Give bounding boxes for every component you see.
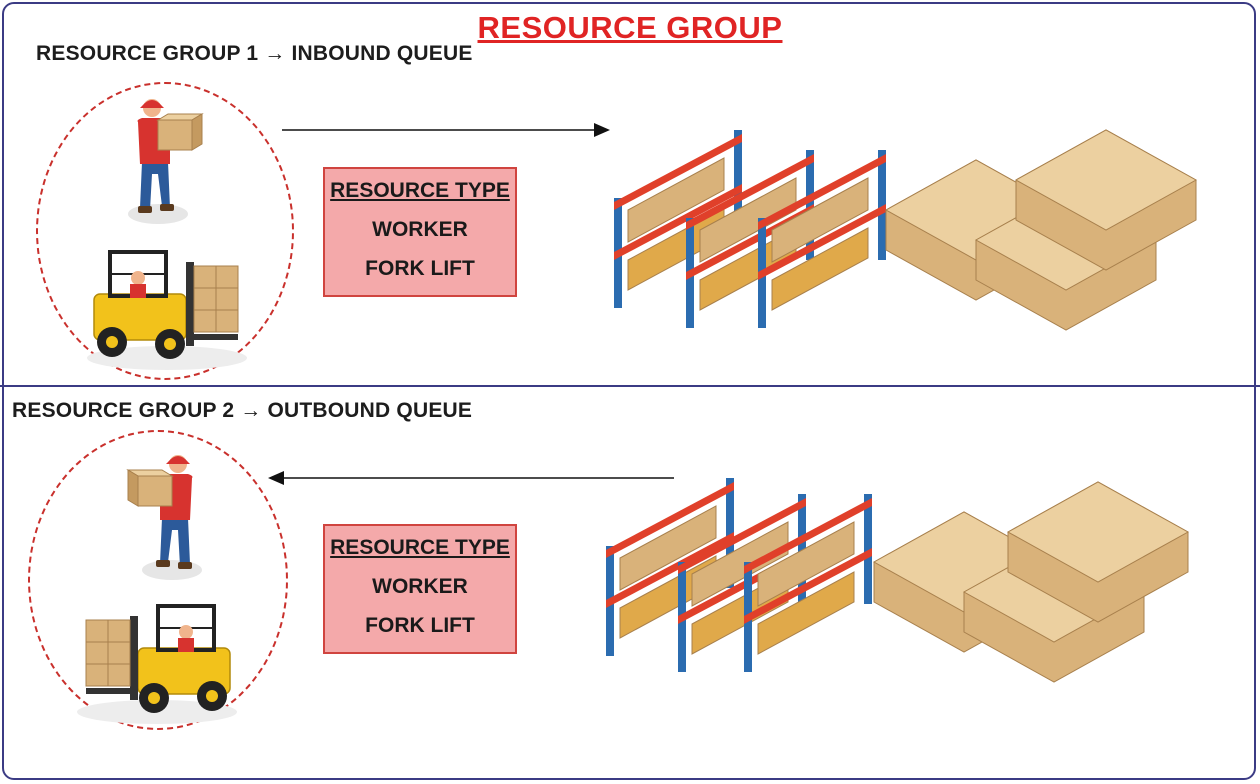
resource-type-worker: WORKER	[372, 218, 468, 241]
group-2-resource-type-box: RESOURCE TYPE WORKER FORK LIFT	[323, 524, 517, 654]
forklift-icon-1	[87, 250, 247, 370]
storage-racks	[614, 130, 886, 328]
resource-type-header: RESOURCE TYPE	[330, 179, 510, 202]
resource-type-worker: WORKER	[372, 575, 468, 598]
group-1-resource-ellipse	[36, 82, 294, 380]
worker-icon-1	[128, 99, 204, 224]
group-2-resource-ellipse	[28, 430, 288, 730]
resource-type-forklift: FORK LIFT	[365, 614, 475, 637]
warehouse-racks-icon-2	[606, 478, 1190, 683]
group-divider	[0, 385, 1260, 387]
diagram-title: RESOURCE GROUP	[477, 10, 783, 45]
group-1-label: RESOURCE GROUP 1 → INBOUND QUEUE	[36, 42, 473, 65]
pallet-stacks	[872, 481, 1190, 683]
inbound-flow-arrow	[282, 123, 610, 137]
group-1-resource-type-box: RESOURCE TYPE WORKER FORK LIFT	[323, 167, 517, 297]
group-2-label: RESOURCE GROUP 2 → OUTBOUND QUEUE	[12, 399, 473, 422]
storage-racks	[606, 478, 872, 672]
warehouse-racks-icon-1	[614, 129, 1198, 331]
outbound-flow-arrow	[268, 471, 674, 485]
resource-type-forklift: FORK LIFT	[365, 257, 475, 280]
worker-icon-2	[126, 455, 202, 580]
pallet-stacks	[884, 129, 1198, 331]
resource-type-header: RESOURCE TYPE	[330, 536, 510, 559]
forklift-icon-2	[77, 604, 237, 724]
